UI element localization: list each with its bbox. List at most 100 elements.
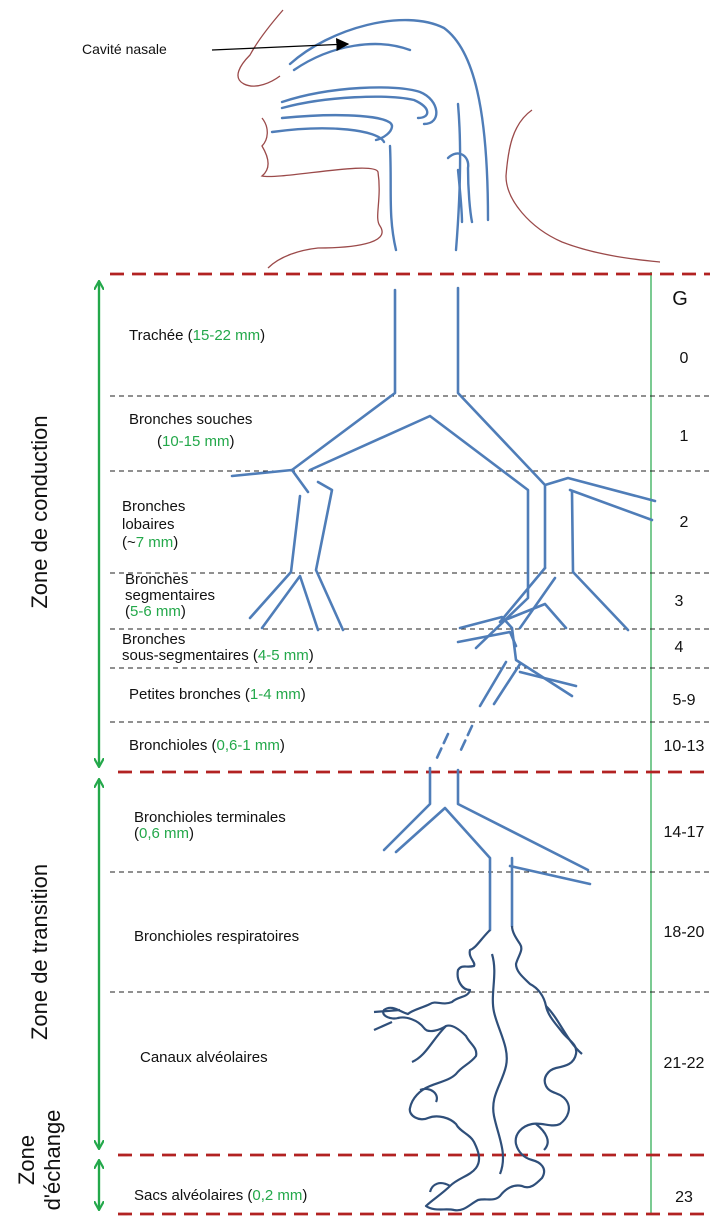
right-main-outer <box>543 476 657 503</box>
alveolar-small-1 <box>419 1087 438 1103</box>
subseg-left2 <box>456 630 518 648</box>
main-bronchi-name: Bronches souches <box>129 411 253 428</box>
palate-upper <box>280 86 438 126</box>
generation-separators <box>110 395 710 993</box>
alveolar-side-left <box>373 1008 401 1032</box>
nose-profile <box>237 9 284 87</box>
zone-exchange-label: Zone d'échange <box>14 1110 66 1211</box>
zone-boundaries <box>110 272 710 1216</box>
pharynx-back <box>454 102 462 252</box>
alveolar-sacs-close: ) <box>302 1187 308 1204</box>
subseg-branch <box>478 660 508 708</box>
lobar-name-1: Bronches <box>122 498 186 515</box>
right-main-inner <box>568 488 654 522</box>
pharynx-front <box>388 144 398 252</box>
terminal-mid <box>394 806 492 932</box>
tongue-lower <box>270 127 386 144</box>
terminal-left <box>382 766 432 852</box>
terminal-mid2 <box>508 864 592 886</box>
row-bronchioles-label: Bronchioles (0,6-1 mm) <box>129 737 285 755</box>
gen-18-20: 18-20 <box>663 924 705 941</box>
main-bronchi-size: 10-15 mm <box>162 433 230 450</box>
row-respiratory-bronchioles-label: Bronchioles respiratoires <box>134 928 300 945</box>
gen-0: 0 <box>679 350 689 367</box>
alveolar-small-2 <box>535 1123 549 1151</box>
gen-14-17: 14-17 <box>663 824 705 841</box>
epiglottis-inner <box>456 168 464 224</box>
terminal-right <box>456 768 590 872</box>
subsegmental-name-line: sous-segmentaires (4-5 mm) <box>122 648 314 664</box>
row-trachea-label: Trachée (15-22 mm) <box>129 327 265 345</box>
tongue <box>280 114 394 142</box>
trachea-size: 15-22 mm <box>192 327 261 344</box>
subseg-branch2 <box>492 662 522 706</box>
alveolar-sacs-size: 0,2 mm <box>252 1187 303 1204</box>
gen-4: 4 <box>674 639 684 656</box>
trachea-left <box>290 288 397 472</box>
terminal-bronchioles-name: Bronchioles terminales <box>134 809 286 826</box>
small-bronchi-close: ) <box>300 686 306 703</box>
resp-bronchiole-outline <box>382 925 578 1212</box>
row-segmental-bronchi-label: Bronches segmentaires (5-6 mm) <box>125 572 215 620</box>
carina <box>308 414 530 650</box>
small-bronchi-dash <box>458 724 474 754</box>
bronchioles-close: ) <box>279 737 285 754</box>
row-alveolar-sacs-label: Sacs alvéolaires (0,2 mm) <box>134 1187 307 1205</box>
gen-10-13: 10-13 <box>663 738 705 755</box>
subseg-left <box>458 615 574 698</box>
nasal-pointer-arrow <box>211 38 350 52</box>
right-seg2 <box>518 576 557 630</box>
terminal-bronchioles-size: 0,6 mm <box>139 825 190 842</box>
gen-1: 1 <box>679 428 689 445</box>
gen-2: 2 <box>679 514 689 531</box>
bronchial-tree <box>230 286 657 932</box>
zone-exchange-line1: Zone <box>14 1134 39 1186</box>
zone-exchange-line2: d'échange <box>40 1109 65 1211</box>
right-lobar <box>570 490 630 632</box>
subsegmental-close: ) <box>308 647 314 664</box>
alveolar-small-3 <box>428 1182 451 1193</box>
epiglottis <box>446 152 474 224</box>
zone-conduction-label: Zone de conduction <box>27 415 52 609</box>
gen-3: 3 <box>674 593 684 610</box>
left-main-outer <box>230 468 310 494</box>
gen-21-22: 21-22 <box>663 1055 705 1072</box>
segmental-size-line: (5-6 mm) <box>125 603 186 620</box>
lobar-size: 7 mm <box>135 534 174 551</box>
row-subsegmental-bronchi-label: Bronches sous-segmentaires (4-5 mm) <box>122 632 314 664</box>
nasal-inner <box>292 42 412 72</box>
trachea-right <box>456 286 547 570</box>
subsegmental-name-1: Bronches <box>122 631 186 648</box>
lobar-close: ) <box>173 534 179 551</box>
gen-5-9: 5-9 <box>672 692 696 709</box>
subsegmental-name-2: sous-segmentaires ( <box>122 647 258 664</box>
lips-chin-profile <box>260 117 383 269</box>
small-bronchi-name: Petites bronches ( <box>129 686 250 703</box>
row-main-bronchi-label: Bronches souches (10-15 mm) <box>129 411 252 451</box>
small-bronchi-dash2 <box>434 732 450 762</box>
subseg-branch3 <box>518 670 578 688</box>
right-seg <box>498 566 568 630</box>
lobar-name-2: lobaires <box>122 516 175 533</box>
segmental-size: 5-6 mm <box>130 603 181 620</box>
zone-transition-label: Zone de transition <box>27 863 52 1041</box>
trachea-close: ) <box>260 327 266 344</box>
alveolar-inner <box>490 953 508 1175</box>
generation-header: G <box>672 288 688 310</box>
left-seg-a <box>260 574 320 632</box>
terminal-bronchioles-size-line: (0,6 mm) <box>134 825 195 842</box>
segmental-name-1: Bronches <box>125 571 189 588</box>
subsegmental-size: 4-5 mm <box>257 647 309 664</box>
trachea-name: Trachée ( <box>129 327 193 344</box>
left-lobar-inner <box>248 494 302 620</box>
segmental-name-2: segmentaires <box>125 587 216 604</box>
back-of-neck <box>505 109 661 263</box>
gen-23: 23 <box>675 1189 693 1206</box>
row-terminal-bronchioles-label: Bronchioles terminales (0,6 mm) <box>134 810 286 842</box>
alveolar-lobe-left <box>411 1025 447 1064</box>
palate-lower <box>280 95 429 120</box>
bronchioles-name: Bronchioles ( <box>129 737 217 754</box>
small-bronchi-size: 1-4 mm <box>249 686 301 703</box>
